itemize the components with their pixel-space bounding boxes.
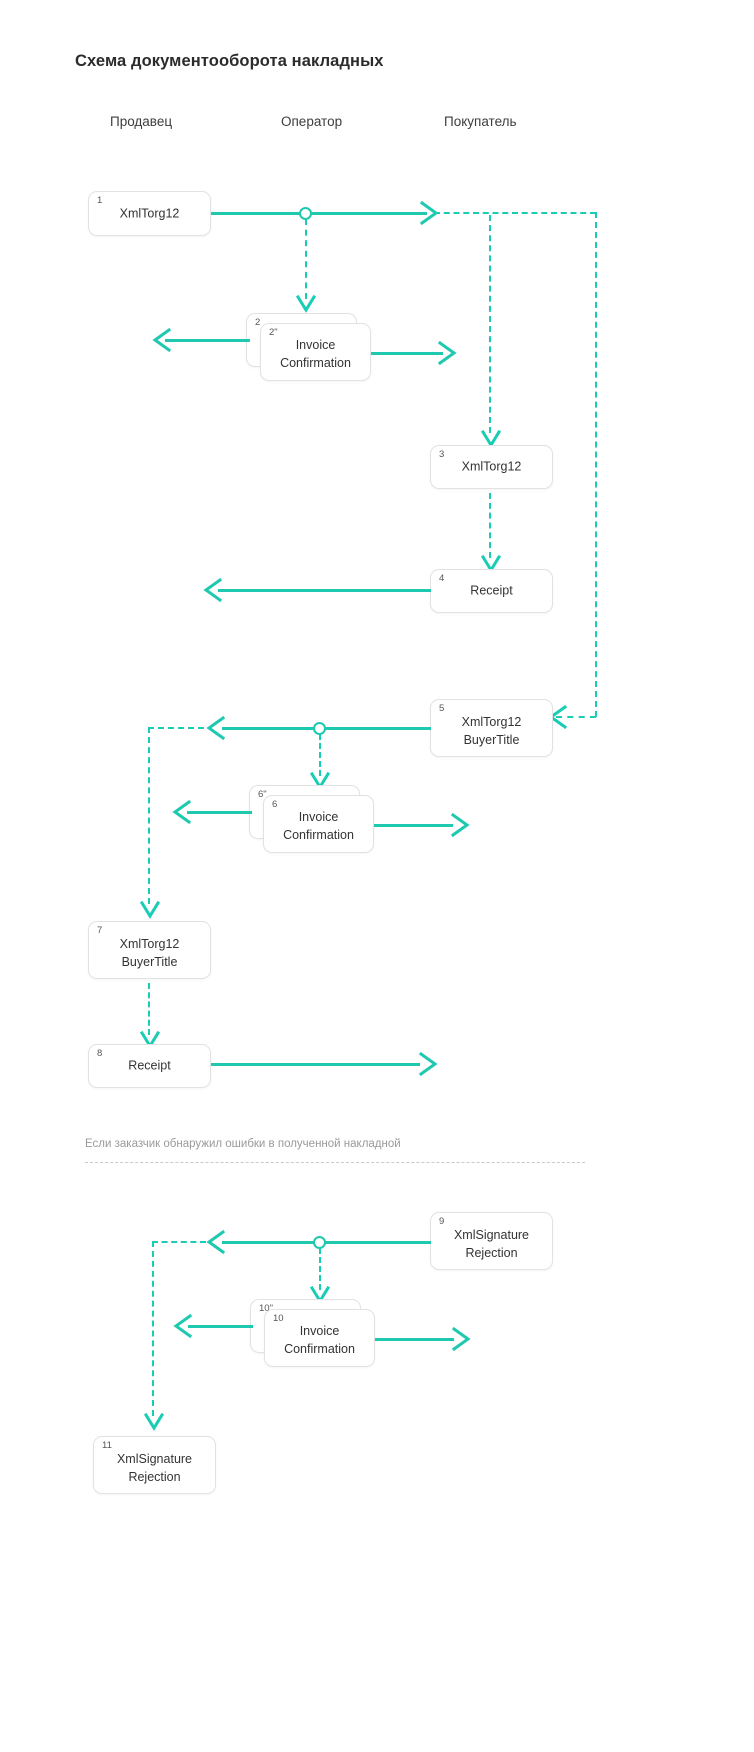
node-1-label: XmlTorg12 (119, 206, 180, 220)
arrowhead-10-right (451, 1326, 471, 1352)
node-2-front[interactable]: 2" Invoice Confirmation (260, 323, 371, 381)
dash-junction1-to-2 (305, 219, 307, 299)
node-3[interactable]: 3 XmlTorg12 (430, 445, 553, 489)
node-2-label: Invoice Confirmation (280, 338, 351, 371)
node-6-front[interactable]: 6 Invoice Confirmation (263, 795, 374, 853)
node-7[interactable]: 7 XmlTorg12 BuyerTitle (88, 921, 211, 979)
node-10-front[interactable]: 10 Invoice Confirmation (264, 1309, 375, 1367)
node-4[interactable]: 4 Receipt (430, 569, 553, 613)
dash-buyer-rail-down (595, 212, 597, 717)
node-8[interactable]: 8 Receipt (88, 1044, 211, 1088)
node-8-label: Receipt (128, 1058, 171, 1073)
arrowhead-10-left (173, 1313, 193, 1339)
arrowhead-to-11 (143, 1412, 165, 1432)
dash-1-to-buyer-rail (434, 212, 596, 214)
page-title: Схема документооборота накладных (75, 52, 384, 70)
lane-label-seller: Продавец (110, 114, 173, 129)
dash-5-rail-down (148, 727, 150, 904)
edge-8-to-right (211, 1063, 420, 1066)
edge-2-to-buyer (371, 352, 443, 355)
edge-4-to-seller (218, 589, 431, 592)
arrowhead-2-left (152, 327, 172, 353)
edge-1-to-buyer (211, 212, 427, 215)
edge-5-to-seller (222, 727, 431, 730)
node-2-number: 2 (255, 317, 261, 328)
section-divider (85, 1162, 585, 1163)
edge-2-to-seller (165, 339, 250, 342)
node-6-alt-number: 6" (258, 789, 267, 800)
node-4-label: Receipt (470, 583, 513, 598)
node-5[interactable]: 5 XmlTorg12 BuyerTitle (430, 699, 553, 757)
lane-label-buyer: Покупатель (444, 114, 517, 129)
arrowhead-8-right (418, 1051, 438, 1077)
node-8-number: 8 (97, 1048, 103, 1059)
node-7-label: XmlTorg12 BuyerTitle (119, 937, 180, 970)
arrowhead-6-right (450, 812, 470, 838)
edge-9-to-seller (222, 1241, 431, 1244)
node-10-number: 10 (273, 1313, 284, 1324)
node-3-number: 3 (439, 449, 445, 460)
node-5-label: XmlTorg12 BuyerTitle (461, 715, 522, 748)
arrowhead-9-left (206, 1229, 226, 1255)
arrowhead-4-left (203, 577, 223, 603)
dash-to-3 (489, 215, 491, 433)
dash-3-to-4 (489, 493, 491, 558)
arrowhead-5-left (206, 715, 226, 741)
edge-6-to-buyer (374, 824, 453, 827)
node-11[interactable]: 11 XmlSignature Rejection (93, 1436, 216, 1494)
node-1-number: 1 (97, 195, 103, 206)
dash-buyer-rail-to-5 (556, 716, 596, 718)
arrowhead-to-7 (139, 900, 161, 920)
arrowhead-6-left (172, 799, 192, 825)
node-3-label: XmlTorg12 (461, 459, 522, 474)
node-4-number: 4 (439, 573, 445, 584)
edge-10-to-seller (188, 1325, 253, 1328)
edge-6-to-seller (187, 811, 252, 814)
node-9-label: XmlSignature Rejection (453, 1228, 530, 1261)
node-10-label: Invoice Confirmation (284, 1324, 355, 1357)
node-2-alt-number: 2" (269, 327, 278, 338)
node-5-number: 5 (439, 703, 445, 714)
dash-5-rail-left (148, 727, 204, 729)
node-11-number: 11 (102, 1440, 112, 1451)
dash-junction9-to-10 (319, 1248, 321, 1290)
node-1[interactable]: 1 XmlTorg12 (88, 191, 211, 236)
arrowhead-2-right (437, 340, 457, 366)
node-7-number: 7 (97, 925, 103, 936)
node-9[interactable]: 9 XmlSignature Rejection (430, 1212, 553, 1270)
node-6-number: 6 (272, 799, 278, 810)
dash-7-to-8 (148, 983, 150, 1035)
node-11-label: XmlSignature Rejection (116, 1452, 193, 1485)
edge-10-to-buyer (375, 1338, 454, 1341)
lane-label-operator: Оператор (281, 114, 343, 129)
arrowhead-to-2 (295, 294, 317, 314)
dash-junction5-to-6 (319, 734, 321, 776)
section-note: Если заказчик обнаружил ошибки в получен… (85, 1138, 401, 1150)
node-10-alt-number: 10" (259, 1303, 273, 1314)
node-9-number: 9 (439, 1216, 445, 1227)
node-6-label: Invoice Confirmation (283, 810, 354, 843)
dash-9-rail-left (152, 1241, 206, 1243)
dash-9-rail-down (152, 1241, 154, 1416)
